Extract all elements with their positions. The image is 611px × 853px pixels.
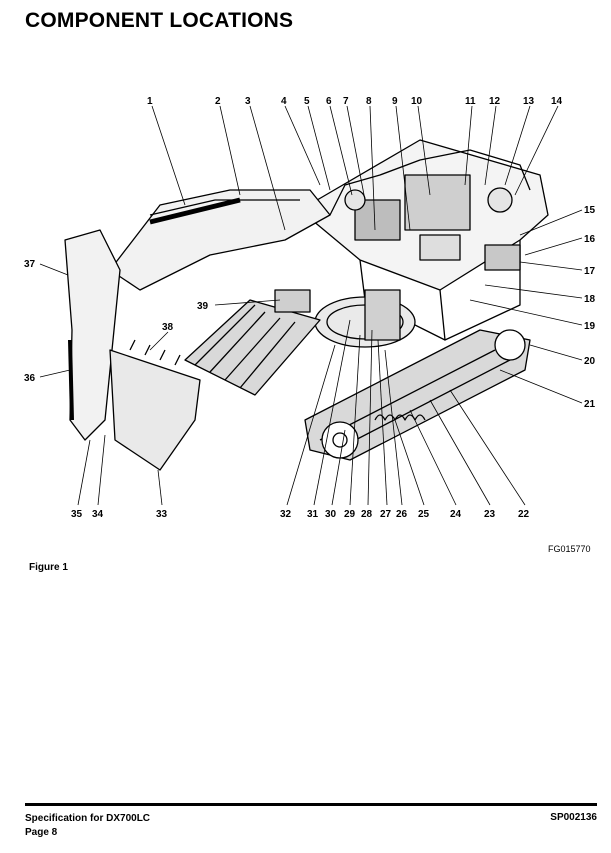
callout-25: 25 xyxy=(418,509,430,520)
callout-3: 3 xyxy=(245,96,251,107)
callout-33: 33 xyxy=(156,509,168,520)
callout-8: 8 xyxy=(366,96,372,107)
callout-14: 14 xyxy=(551,96,563,107)
callout-13: 13 xyxy=(523,96,535,107)
callout-36: 36 xyxy=(24,373,36,384)
footer-rule xyxy=(25,803,597,806)
excavator-illustration: 1 2 3 4 5 6 7 8 9 10 11 12 13 14 15 16 1… xyxy=(24,96,596,520)
callout-6: 6 xyxy=(326,96,332,107)
callout-4: 4 xyxy=(281,96,287,107)
callout-29: 29 xyxy=(344,509,356,520)
callout-31: 31 xyxy=(307,509,319,520)
callout-27: 27 xyxy=(380,509,392,520)
figure-label: Figure 1 xyxy=(29,562,68,573)
figure-code: FG015770 xyxy=(548,544,591,554)
engine-block xyxy=(404,174,471,231)
callout-30: 30 xyxy=(325,509,337,520)
callout-12: 12 xyxy=(489,96,501,107)
callout-17: 17 xyxy=(584,266,596,277)
callout-11: 11 xyxy=(465,96,476,107)
callout-7: 7 xyxy=(343,96,349,107)
callout-21: 21 xyxy=(584,399,596,410)
footer-left: Specification for DX700LC Page 8 xyxy=(25,812,150,840)
left-track xyxy=(184,299,321,396)
callout-18: 18 xyxy=(584,294,596,305)
callout-28: 28 xyxy=(361,509,373,520)
callout-1: 1 xyxy=(147,96,153,107)
callout-38: 38 xyxy=(162,322,174,333)
callout-24: 24 xyxy=(450,509,462,520)
callout-23: 23 xyxy=(484,509,496,520)
bucket xyxy=(109,349,201,471)
callout-9: 9 xyxy=(392,96,398,107)
callout-20: 20 xyxy=(584,356,596,367)
callout-2: 2 xyxy=(215,96,221,107)
right-track xyxy=(304,329,531,461)
callout-19: 19 xyxy=(584,321,596,332)
callout-22: 22 xyxy=(518,509,530,520)
callout-34: 34 xyxy=(92,509,104,520)
callout-35: 35 xyxy=(71,509,83,520)
callout-16: 16 xyxy=(584,234,596,245)
footer-spec-title: Specification for DX700LC xyxy=(25,813,151,824)
callout-26: 26 xyxy=(396,509,408,520)
callout-10: 10 xyxy=(411,96,423,107)
callout-15: 15 xyxy=(584,205,596,216)
footer-doc-code: SP002136 xyxy=(550,812,597,823)
callout-5: 5 xyxy=(304,96,310,107)
callout-39: 39 xyxy=(197,301,209,312)
page-title: COMPONENT LOCATIONS xyxy=(25,9,294,32)
callout-32: 32 xyxy=(280,509,292,520)
footer-page-number: Page 8 xyxy=(25,827,58,838)
callout-37: 37 xyxy=(24,259,36,270)
